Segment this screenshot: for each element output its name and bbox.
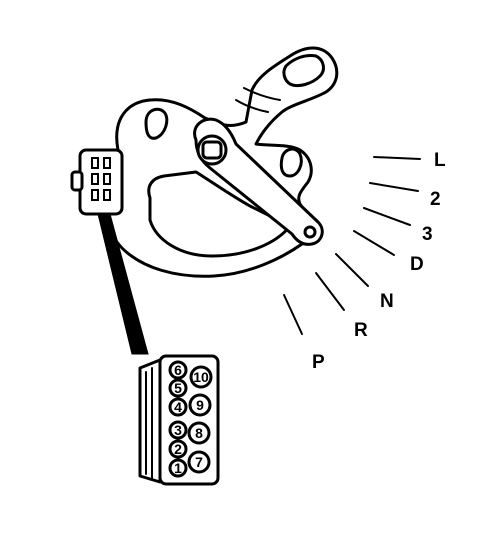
pin-number: 6	[174, 362, 182, 378]
pin-number: 5	[174, 380, 182, 396]
indicator-line-P	[283, 294, 303, 335]
gear-label-3: 3	[422, 224, 433, 245]
pin-number: 4	[174, 399, 182, 415]
gear-label-P: P	[312, 352, 325, 373]
connector-pin-column-left: 6 5 4 3 2 1	[168, 360, 188, 478]
arm-contour-2	[243, 87, 281, 101]
pivot-square	[201, 140, 223, 160]
indicator-line-N	[335, 253, 369, 287]
housing-connector	[70, 148, 124, 216]
gear-label-2: 2	[430, 189, 441, 210]
connector-detail-shell	[138, 358, 162, 484]
gear-label-D: D	[410, 254, 424, 275]
pin-number: 9	[196, 397, 204, 413]
mounting-slot-right	[279, 147, 303, 178]
gear-label-N: N	[380, 291, 394, 312]
handle-slot	[282, 54, 325, 88]
gear-label-L: L	[434, 150, 446, 171]
mounting-slot-left	[144, 107, 169, 140]
gear-labels: L 2 3 D N R P	[312, 150, 446, 373]
indicator-line-3	[363, 207, 411, 226]
pin-number: 1	[174, 460, 182, 476]
connector-detail: 6 5 4 3 2 1 10 9 8 7	[138, 354, 220, 486]
gear-label-R: R	[354, 320, 368, 341]
pin-number: 8	[195, 425, 203, 441]
lever-end-pin	[303, 225, 317, 239]
housing-connector-tab	[70, 170, 84, 192]
indicator-line-2	[369, 182, 419, 192]
housing-connector-body	[78, 148, 124, 216]
housing-connector-pins	[91, 157, 111, 201]
pin-number: 7	[195, 454, 203, 470]
wire-harness	[97, 213, 149, 355]
indicator-line-R	[315, 272, 345, 311]
pin-number: 2	[174, 441, 182, 457]
switch-body	[105, 46, 339, 278]
gear-indicator-lines	[283, 156, 421, 335]
arm-contour-1	[235, 99, 269, 113]
pin-number: 3	[174, 422, 182, 438]
indicator-line-L	[373, 156, 421, 160]
connector-pin-column-right: 10 9 8 7	[187, 365, 213, 474]
indicator-line-D	[353, 230, 395, 256]
pin-number: 10	[193, 369, 209, 385]
